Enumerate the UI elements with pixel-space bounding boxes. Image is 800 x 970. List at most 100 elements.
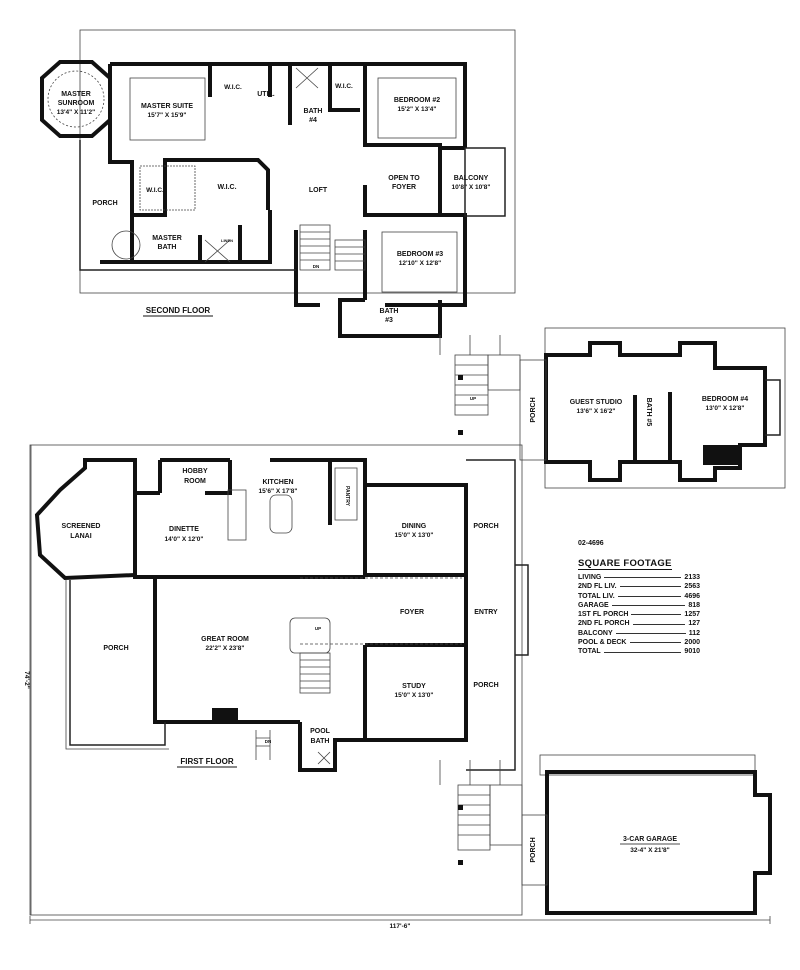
room-label-master-sunroom: MASTER [61, 91, 91, 98]
room-label-porch-right-top: PORCH [473, 523, 498, 530]
screened-lanai-walls [34, 458, 137, 581]
bedroom2-tray-ceiling [377, 77, 457, 139]
room-label-hobby-room: HOBBY [182, 468, 208, 475]
balcony-rail [464, 147, 506, 217]
sqft-value: 2133 [684, 574, 700, 581]
leader-line [632, 623, 686, 625]
room-label-pool-bath-2: BATH [311, 738, 330, 745]
sqft-label: LIVING [578, 574, 602, 581]
shower-icon [204, 239, 231, 263]
room-size-bedroom4: 13'0" X 12'8" [706, 405, 745, 412]
sqft-value: 818 [688, 601, 700, 609]
garage-wing: PORCH 3-CAR GARAGE 32-4" X 21'8" [439, 754, 772, 915]
room-label-master-bath-2: BATH [158, 244, 177, 251]
room-label-great-room: GREAT ROOM [201, 636, 249, 643]
first-floor: HOBBY ROOM KITCHEN 15'6" X 17'8" PANTRY … [29, 444, 529, 916]
guest-wing: PORCH GUEST STUDIO 13'6" X 16'2" BATH #5… [439, 327, 786, 489]
room-label-util: UTIL. [257, 91, 275, 98]
kitchen-counter [227, 489, 247, 541]
sqft-label: TOTAL LIV. [578, 592, 615, 600]
garage-walls [545, 770, 772, 915]
square-footage-row: 1ST FL PORCH 1257 [578, 610, 700, 619]
sqft-label: TOTAL [578, 648, 601, 656]
first-floor-stair-up-label: UP [315, 626, 321, 631]
room-label-bath3-2: #3 [385, 317, 393, 324]
room-label-balcony: BALCONY [454, 175, 489, 182]
room-label-porch-left: PORCH [103, 645, 128, 652]
sqft-label: BALCONY [578, 629, 613, 637]
room-label-open-to-foyer: OPEN TO [388, 175, 420, 182]
master-suite-tray-ceiling [129, 77, 206, 141]
room-label-pool-bath: POOL [310, 728, 331, 735]
room-label-master-suite: MASTER SUITE [141, 103, 193, 110]
room-label-wic-2: W.I.C. [335, 83, 353, 90]
sqft-value: 9010 [684, 648, 700, 656]
guest-wing-stairs [439, 335, 521, 435]
sqft-label: GARAGE [578, 601, 609, 609]
sqft-label: POOL & DECK [578, 639, 627, 647]
room-label-bath5: BATH #5 [645, 398, 652, 427]
master-sunroom-walls [40, 60, 112, 138]
sqft-value: 112 [688, 629, 700, 637]
leader-line [629, 642, 682, 644]
first-floor-title: FIRST FLOOR [180, 757, 234, 766]
second-floor-interior-walls [108, 64, 442, 217]
room-label-pantry: PANTRY [344, 486, 350, 507]
stair-dn-label: DN [313, 264, 320, 269]
room-label-wic-3: W.I.C. [146, 187, 164, 194]
garage-porch-roof [539, 754, 756, 776]
room-label-open-to-foyer-2: FOYER [392, 184, 416, 191]
front-porch-rail [466, 459, 516, 771]
sqft-value: 1257 [684, 611, 700, 619]
wic-outline [139, 165, 196, 211]
square-footage-row: TOTAL 9010 [578, 647, 700, 656]
room-label-screened-lanai: SCREENED [62, 523, 101, 530]
master-tub-icon [111, 230, 141, 260]
leader-line [619, 586, 682, 588]
room-label-garage-porch: PORCH [530, 837, 537, 862]
bay-window [765, 379, 781, 436]
plan-code: 02-4696 [578, 540, 604, 547]
kitchen-walls [135, 458, 367, 575]
pool-edge [65, 580, 169, 750]
room-label-guest-studio: GUEST STUDIO [570, 399, 623, 406]
room-size-garage: 32-4" X 21'8" [630, 847, 670, 854]
leader-line [617, 595, 682, 597]
room-size-study: 15'0" X 13'0" [395, 692, 434, 699]
room-label-bedroom4: BEDROOM #4 [702, 396, 748, 403]
sqft-label: 1ST FL PORCH [578, 611, 629, 619]
second-floor-title: SECOND FLOOR [146, 306, 211, 315]
first-floor-lot-outline [29, 444, 523, 916]
stair-walls [294, 230, 320, 307]
square-footage-row: TOTAL LIV. 4696 [578, 592, 700, 601]
sqft-label: 2ND FL LIV. [578, 583, 617, 591]
room-size-balcony: 10'8" X 10'8" [452, 184, 491, 191]
sqft-value: 4696 [684, 592, 700, 600]
garage-stairs [439, 760, 523, 865]
sqft-value: 2563 [684, 583, 700, 591]
leader-line [604, 577, 682, 579]
room-size-dinette: 14'0" X 12'0" [165, 536, 204, 543]
room-label-dining: DINING [402, 523, 427, 530]
bedroom3-tray-ceiling [381, 231, 458, 293]
left-porch-rail [69, 580, 166, 746]
kitchen-island [269, 494, 293, 534]
second-floor: MASTER SUNROOM 13'4" X 11'2" MASTER SUIT… [40, 29, 516, 338]
room-label-foyer: FOYER [400, 609, 424, 616]
room-label-bath4-2: #4 [309, 117, 317, 124]
leader-line [631, 614, 682, 616]
second-floor-top-wall [110, 62, 467, 148]
room-label-hobby-room-2: ROOM [184, 478, 206, 485]
room-label-master-sunroom-2: SUNROOM [58, 100, 95, 107]
room-label-bedroom2: BEDROOM #2 [394, 97, 440, 104]
room-size-bedroom3: 12'10" X 12'8" [399, 260, 442, 267]
overall-depth: 74'-2" [23, 671, 30, 689]
room-label-wic-1: W.I.C. [224, 84, 242, 91]
guest-stair-up-label: UP [470, 396, 476, 401]
room-size-dining: 15'0" X 13'0" [395, 532, 434, 539]
guest-fireplace [703, 445, 740, 465]
square-footage-row: BALCONY 112 [578, 629, 700, 638]
